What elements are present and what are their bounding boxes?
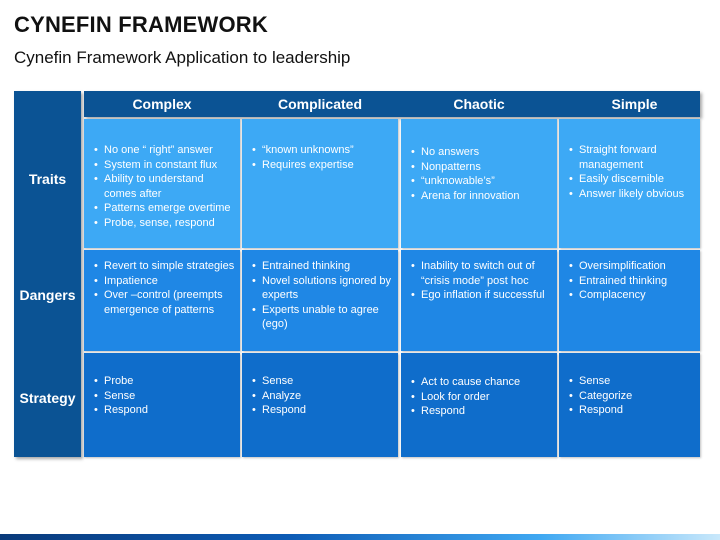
column-header-complex: Complex (132, 96, 192, 112)
list-item: Entrained thinking (248, 259, 394, 274)
list-item: No one “ right” answer (90, 143, 236, 158)
cell-dangers-complex: Revert to simple strategies Impatience O… (84, 250, 240, 351)
list-item: Sense (90, 389, 236, 404)
list-item: Straight forward management (565, 143, 696, 172)
list-item: Act to cause chance (407, 375, 553, 390)
list-item: Answer likely obvious (565, 187, 696, 202)
list-item: “known unknowns” (248, 143, 394, 158)
list-item: Probe (90, 374, 236, 389)
column-header-simple: Simple (611, 96, 658, 112)
cell-traits-simple: Straight forward management Easily disce… (559, 119, 700, 248)
cell-dangers-chaotic: Inability to switch out of “crisis mode”… (401, 250, 557, 351)
list-item: Patterns emerge overtime (90, 201, 236, 216)
cell-strategy-simple: Sense Categorize Respond (559, 353, 700, 457)
row-header-bar (14, 91, 81, 457)
cell-strategy-complicated: Sense Analyze Respond (242, 353, 398, 457)
page-subtitle: Cynefin Framework Application to leaders… (14, 48, 351, 67)
list-item: Respond (90, 403, 236, 418)
list-item: Ability to understand comes after (90, 172, 236, 201)
cell-dangers-simple: Oversimplification Entrained thinking Co… (559, 250, 700, 351)
row-label-traits: Traits (28, 171, 67, 187)
page-title: CYNEFIN FRAMEWORK (14, 12, 268, 37)
list-item: Sense (565, 374, 696, 389)
column-header-bar (84, 91, 700, 117)
footer-strip (0, 534, 720, 540)
list-item: Look for order (407, 390, 553, 405)
column-header-complicated: Complicated (277, 96, 362, 112)
cell-traits-complex: No one “ right” answer System in constan… (84, 119, 240, 248)
cell-dangers-complicated: Entrained thinking Novel solutions ignor… (242, 250, 398, 351)
list-item: Oversimplification (565, 259, 696, 274)
list-item: Requires expertise (248, 158, 394, 173)
list-item: Over –control (preempts emergence of pat… (90, 288, 236, 317)
list-item: Sense (248, 374, 394, 389)
list-item: Inability to switch out of “crisis mode”… (407, 259, 553, 288)
list-item: Arena for innovation (407, 189, 553, 204)
list-item: Respond (565, 403, 696, 418)
list-item: Probe, sense, respond (90, 216, 236, 231)
list-item: Respond (407, 404, 553, 419)
row-label-strategy: Strategy (19, 390, 76, 406)
cell-traits-chaotic: No answers Nonpatterns “unknowable’s” Ar… (401, 119, 557, 248)
column-header-chaotic: Chaotic (453, 96, 505, 112)
list-item: Experts unable to agree (ego) (248, 303, 394, 332)
list-item: Analyze (248, 389, 394, 404)
list-item: Revert to simple strategies (90, 259, 236, 274)
cell-strategy-complex: Probe Sense Respond (84, 353, 240, 457)
list-item: No answers (407, 145, 553, 160)
cell-traits-complicated: “known unknowns” Requires expertise (242, 119, 398, 248)
list-item: Entrained thinking (565, 274, 696, 289)
list-item: Nonpatterns (407, 160, 553, 175)
list-item: Impatience (90, 274, 236, 289)
cell-strategy-chaotic: Act to cause chance Look for order Respo… (401, 353, 557, 457)
row-label-dangers: Dangers (19, 287, 76, 303)
list-item: Novel solutions ignored by experts (248, 274, 394, 303)
list-item: Complacency (565, 288, 696, 303)
list-item: Easily discernible (565, 172, 696, 187)
list-item: Respond (248, 403, 394, 418)
list-item: Ego inflation if successful (407, 288, 553, 303)
list-item: “unknowable’s” (407, 174, 553, 189)
list-item: System in constant flux (90, 158, 236, 173)
list-item: Categorize (565, 389, 696, 404)
